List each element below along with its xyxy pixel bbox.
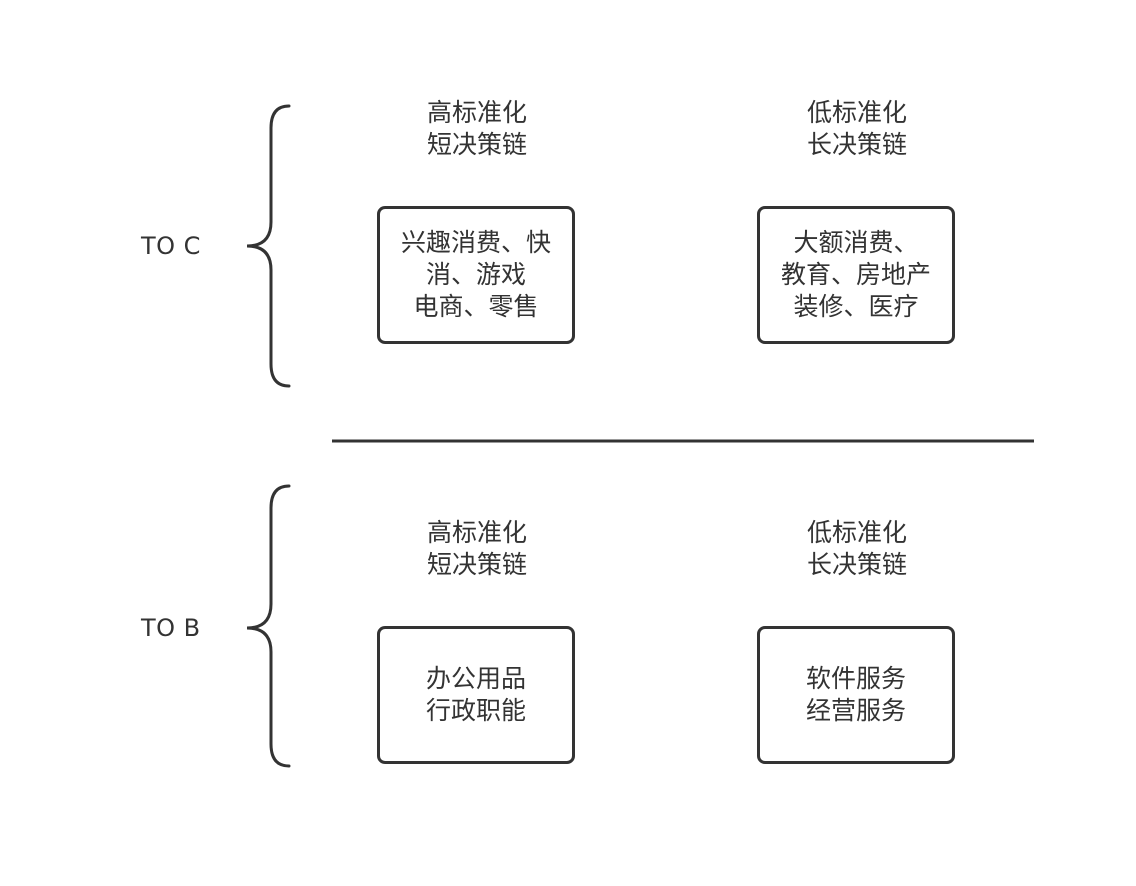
column-header-line: 高标准化 [426, 98, 527, 127]
column-header-line: 低标准化 [806, 98, 907, 127]
brace-to-b [246, 484, 291, 768]
brace-to-c [246, 104, 291, 388]
group-label-to-b: TO B [141, 614, 201, 642]
box-line: 消、游戏 [425, 260, 526, 289]
column-header-to-b-low: 低标准化 长决策链 [747, 517, 967, 581]
box-to-c-high: 兴趣消费、快 消、游戏 电商、零售 [377, 206, 575, 344]
box-to-b-low: 软件服务 经营服务 [757, 626, 955, 764]
box-line: 经营服务 [805, 696, 906, 725]
box-line: 行政职能 [425, 696, 526, 725]
column-header-to-c-high: 高标准化 短决策链 [367, 97, 587, 161]
box-line: 电商、零售 [413, 292, 539, 321]
box-line: 软件服务 [805, 664, 906, 693]
column-header-line: 低标准化 [806, 518, 907, 547]
box-line: 大额消费、 [793, 228, 919, 257]
box-to-b-high: 办公用品 行政职能 [377, 626, 575, 764]
box-line: 兴趣消费、快 [400, 228, 551, 257]
group-label-to-c: TO C [141, 232, 201, 260]
box-line: 办公用品 [425, 664, 526, 693]
box-line: 装修、医疗 [793, 292, 919, 321]
column-header-line: 短决策链 [426, 130, 527, 159]
column-header-to-c-low: 低标准化 长决策链 [747, 97, 967, 161]
column-header-line: 短决策链 [426, 550, 527, 579]
box-line: 教育、房地产 [780, 260, 931, 289]
column-header-line: 长决策链 [806, 550, 907, 579]
column-header-to-b-high: 高标准化 短决策链 [367, 517, 587, 581]
column-header-line: 高标准化 [426, 518, 527, 547]
box-to-c-low: 大额消费、 教育、房地产 装修、医疗 [757, 206, 955, 344]
column-header-line: 长决策链 [806, 130, 907, 159]
